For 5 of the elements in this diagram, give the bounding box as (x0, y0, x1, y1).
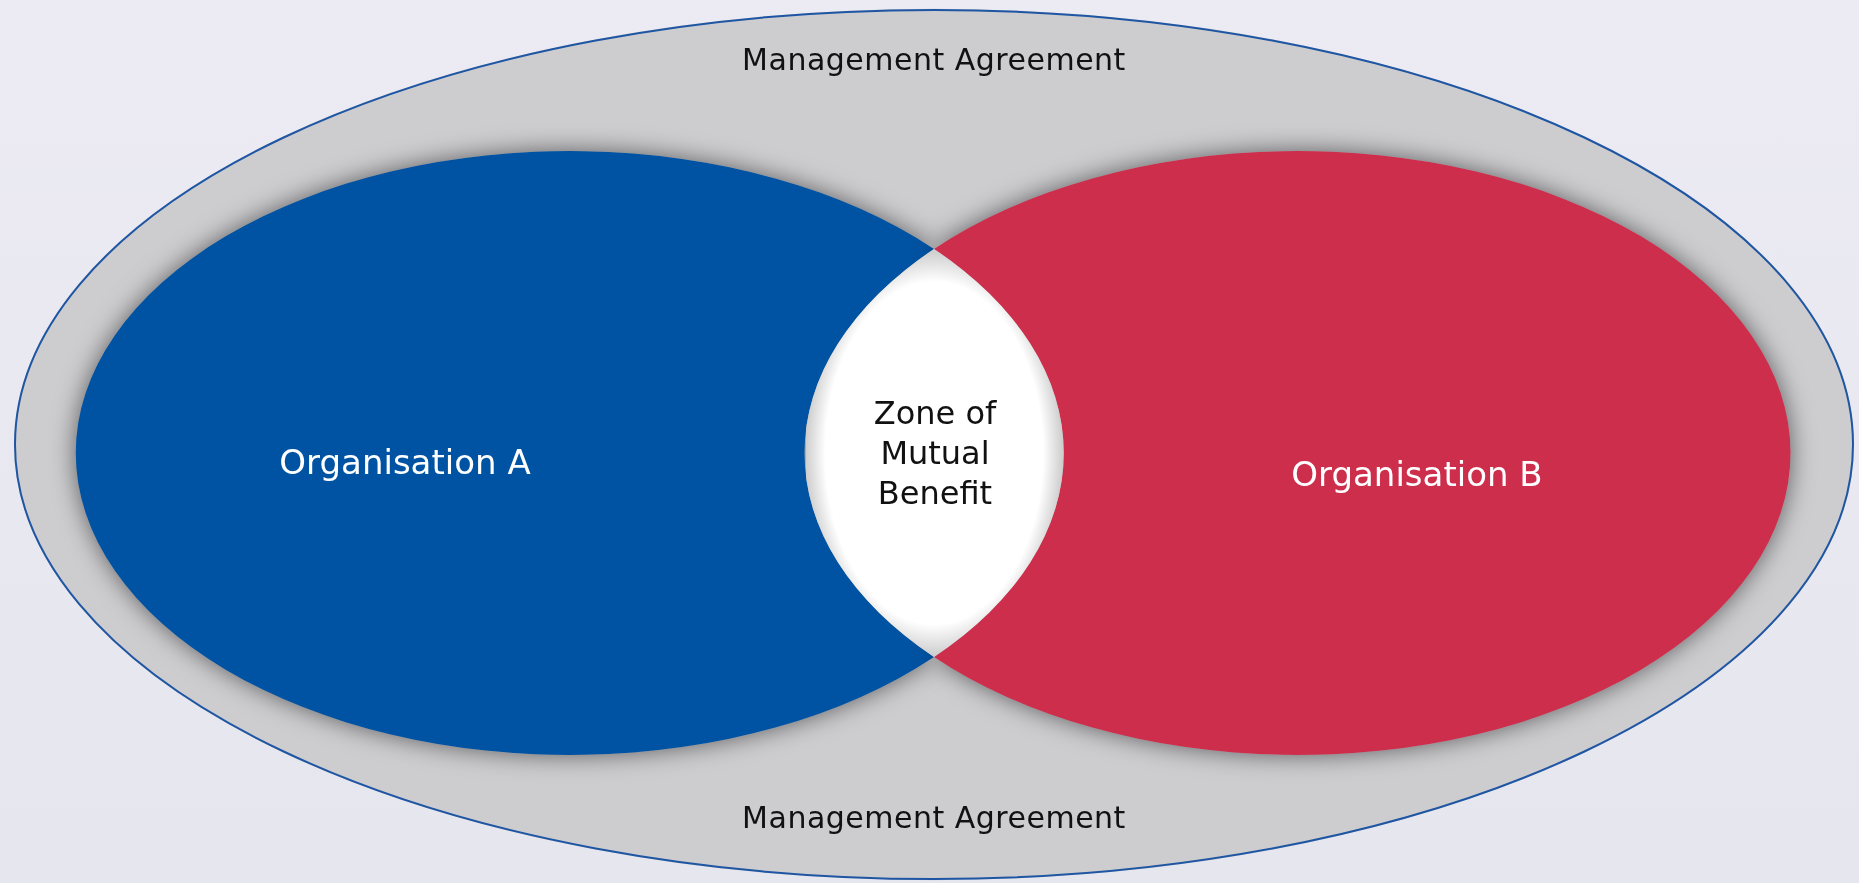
ellipse-label: Organisation A (279, 442, 531, 482)
agreement-label: Management Agreement (742, 799, 1126, 835)
agreement-label: Management Agreement (742, 41, 1126, 77)
zone-label: Zone of Mutual Benefit (872, 393, 998, 513)
ellipse-label: Organisation B (1291, 454, 1543, 494)
